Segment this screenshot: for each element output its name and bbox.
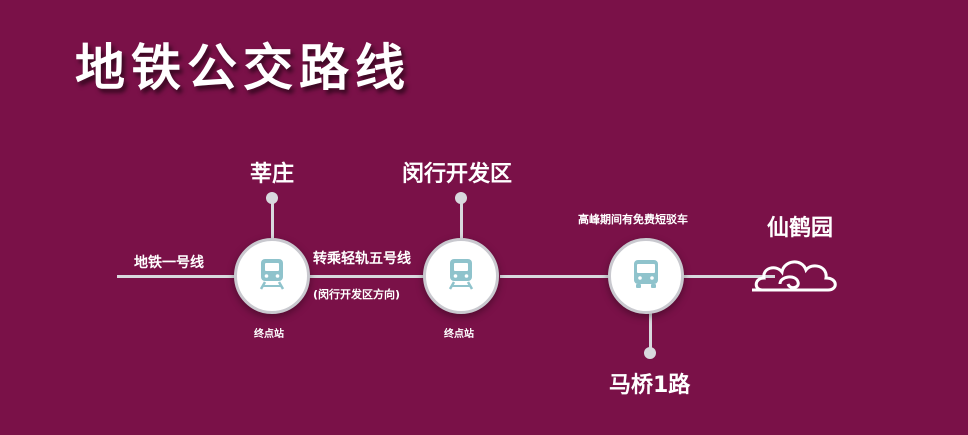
- route-line-segment-2: [308, 275, 428, 278]
- cloud-icon: [752, 250, 842, 300]
- terminal-label-1: 终点站: [254, 329, 284, 340]
- minhang-stem-dot: [455, 192, 467, 204]
- shuttle-label: 高峰期间有免费短驳车: [578, 213, 688, 226]
- transfer-label: 转乘轻轨五号线: [313, 251, 411, 267]
- maqiao-stem-dot: [644, 347, 656, 359]
- station-minhang: [423, 238, 499, 314]
- xinzhuang-stem: [271, 198, 274, 240]
- station-xinzhuang: [234, 238, 310, 314]
- maqiao-label: 马桥1路: [609, 373, 691, 398]
- xinzhuang-stem-dot: [266, 192, 278, 204]
- xianheyuan-label: 仙鹤园: [767, 216, 834, 241]
- bus-icon: [630, 258, 662, 294]
- xinzhuang-label: 莘庄: [250, 162, 295, 187]
- train-icon: [257, 257, 287, 295]
- station-bus: [608, 238, 684, 314]
- minhang-label: 闵行开发区: [402, 162, 513, 187]
- route-line-segment-1: [117, 275, 237, 278]
- terminal-label-2: 终点站: [444, 329, 474, 340]
- page-title: 地铁公交路线: [75, 39, 411, 97]
- metro-line1-label: 地铁一号线: [134, 255, 204, 271]
- minhang-stem: [460, 198, 463, 240]
- route-line-segment-4: [680, 275, 775, 278]
- direction-label: (闵行开发区方向): [313, 288, 401, 301]
- maqiao-stem: [649, 310, 652, 352]
- train-icon: [446, 257, 476, 295]
- route-line-segment-3: [500, 275, 610, 278]
